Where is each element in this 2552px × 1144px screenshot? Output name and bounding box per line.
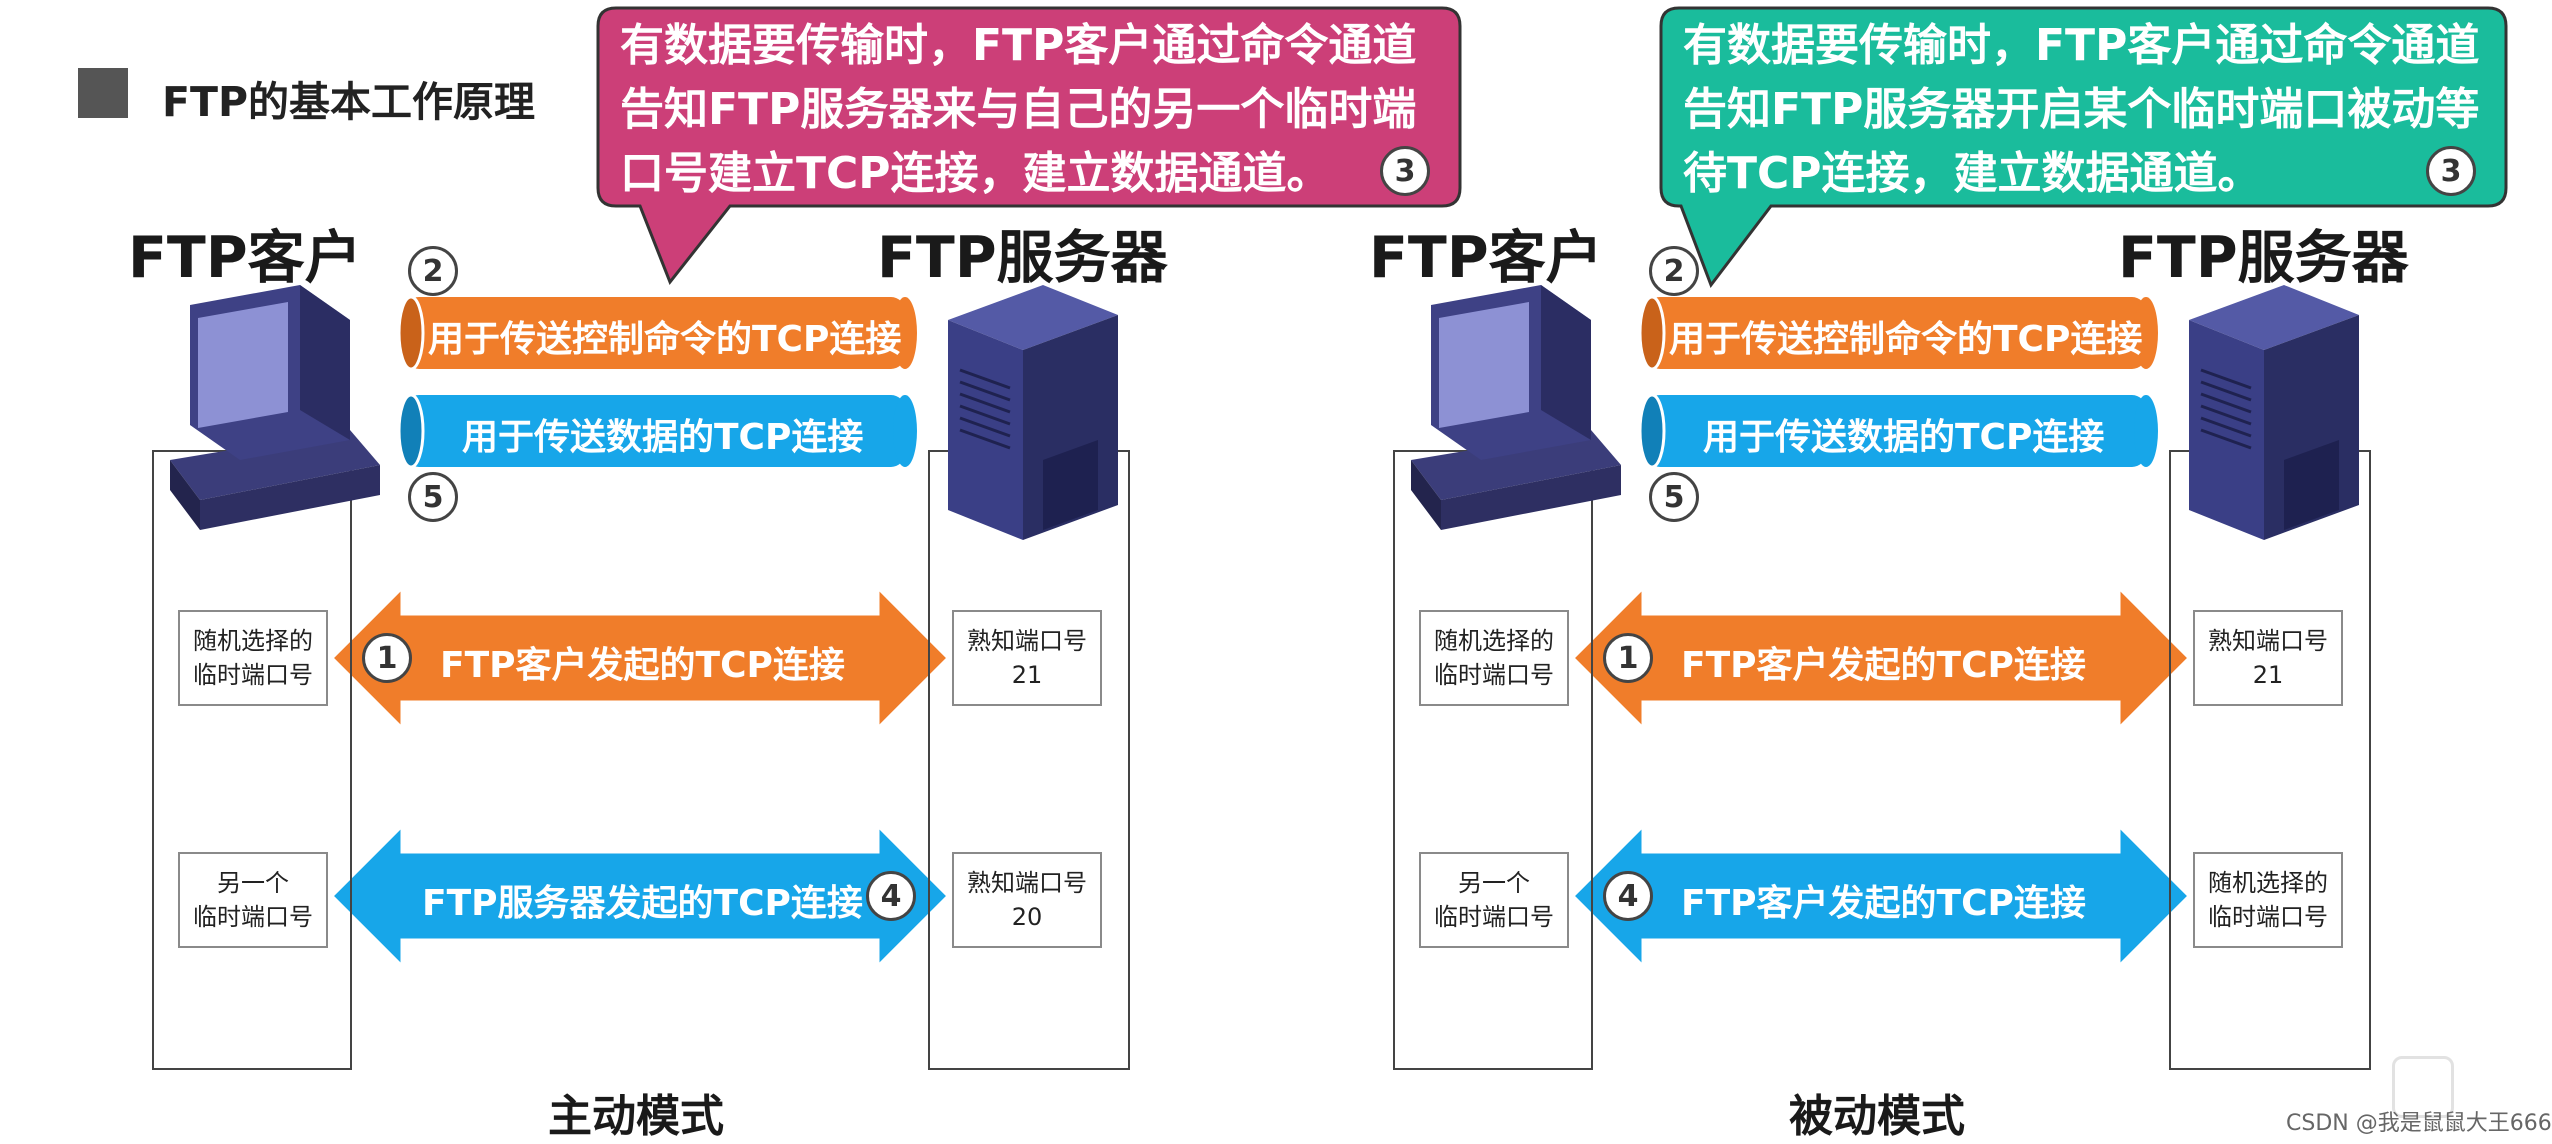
right-client-port-box-2-line: 临时端口号: [1434, 903, 1554, 931]
left-arrow-2-label: FTP服务器发起的TCP连接: [422, 883, 863, 924]
left-icons: [170, 285, 1118, 540]
right-step-4: 4: [1603, 871, 1653, 921]
left-callout-step-3: 3: [1380, 146, 1430, 196]
right-server-label: FTP服务器: [2118, 225, 2409, 291]
left-callout-line: 有数据要传输时，FTP客户通过命令通道: [620, 20, 1417, 71]
right-step-1: 1: [1603, 633, 1653, 683]
right-callout-line: 告知FTP服务器开启某个临时端口被动等: [1683, 84, 2480, 135]
right-arrow-1-label: FTP客户发起的TCP连接: [1681, 645, 2086, 686]
right-step-2: 2: [1649, 246, 1699, 296]
right-icons: [1411, 285, 2359, 540]
right-panel-graphics: [1570, 6, 2508, 970]
right-step-5: 5: [1649, 472, 1699, 522]
right-server-port-box-2: 随机选择的临时端口号: [2193, 852, 2343, 948]
left-arrow-1-label: FTP客户发起的TCP连接: [440, 645, 845, 686]
left-control-tube-label: 用于传送控制命令的TCP连接: [428, 319, 902, 360]
title-bullet: [78, 68, 128, 118]
server-tower-icon: [2189, 285, 2359, 540]
right-client-label: FTP客户: [1369, 225, 1603, 291]
left-arrow-2: [329, 822, 951, 970]
right-mode-label: 被动模式: [1789, 1091, 1965, 1142]
right-arrow-2-label: FTP客户发起的TCP连接: [1681, 883, 2086, 924]
left-server-label: FTP服务器: [877, 225, 1168, 291]
left-client-port-box-2-line: 另一个: [217, 869, 289, 897]
left-server-port-box-2: 熟知端口号 20: [952, 852, 1102, 948]
left-arrow-1: [329, 584, 951, 732]
right-client-port-box-2-line: 另一个: [1458, 869, 1530, 897]
left-client-port-box-1-line: 临时端口号: [193, 661, 313, 689]
left-step-1: 1: [362, 633, 412, 683]
right-server-port-box-2-line: 随机选择的: [2208, 869, 2328, 897]
play-icon: [2392, 1056, 2454, 1118]
left-client-label: FTP客户: [128, 225, 362, 291]
left-callout-line: 口号建立TCP连接，建立数据通道。: [620, 148, 1331, 199]
left-step-4: 4: [866, 871, 916, 921]
left-client-port-box-1: 随机选择的临时端口号: [178, 610, 328, 706]
left-step-2: 2: [408, 246, 458, 296]
left-data-tube: [397, 393, 917, 469]
right-control-tube: [1638, 295, 2158, 371]
client-computer-icon: [170, 285, 380, 530]
left-panel-graphics: [329, 6, 1462, 970]
right-data-tube: [1638, 393, 2158, 469]
right-server-port-box-1-line: 21: [2252, 661, 2284, 689]
left-callout-text: 有数据要传输时，FTP客户通过命令通道告知FTP服务器来与自己的另一个临时端口号…: [620, 14, 1442, 206]
right-callout-step-3: 3: [2426, 146, 2476, 196]
right-client-port-box-1: 随机选择的临时端口号: [1419, 610, 1569, 706]
server-tower-icon: [948, 285, 1118, 540]
left-callout-bubble: [596, 6, 1462, 285]
left-step-5: 5: [408, 472, 458, 522]
left-client-port-box-2: 另一个临时端口号: [178, 852, 328, 948]
right-server-port-box-1-line: 熟知端口号: [2208, 627, 2328, 655]
left-client-port-box-2-line: 临时端口号: [193, 903, 313, 931]
left-server-port-box-2-line: 熟知端口号: [967, 869, 1087, 897]
right-control-tube-label: 用于传送控制命令的TCP连接: [1669, 319, 2143, 360]
right-client-port-box-2: 另一个临时端口号: [1419, 852, 1569, 948]
right-callout-line: 有数据要传输时，FTP客户通过命令通道: [1683, 20, 2480, 71]
right-callout-bubble: [1659, 6, 2508, 289]
right-arrow-2: [1570, 822, 2192, 970]
left-mode-label: 主动模式: [548, 1091, 724, 1142]
left-server-port-box-1: 熟知端口号 21: [952, 610, 1102, 706]
left-server-port-box-1-line: 熟知端口号: [967, 627, 1087, 655]
left-server-port-box-2-line: 20: [1011, 903, 1043, 931]
page-title: FTP的基本工作原理: [162, 78, 536, 126]
client-computer-icon: [1411, 285, 1621, 530]
right-server-port-box-1: 熟知端口号 21: [2193, 610, 2343, 706]
right-client-port-box-1-line: 临时端口号: [1434, 661, 1554, 689]
right-callout-text: 有数据要传输时，FTP客户通过命令通道告知FTP服务器开启某个临时端口被动等待T…: [1683, 14, 2488, 206]
right-callout-line: 待TCP连接，建立数据通道。: [1683, 148, 2262, 199]
watermark: CSDN @我是鼠鼠大王666: [2286, 1111, 2552, 1136]
right-data-tube-label: 用于传送数据的TCP连接: [1703, 417, 2105, 458]
left-client-port-box-1-line: 随机选择的: [193, 627, 313, 655]
right-arrow-1: [1570, 584, 2192, 732]
left-server-port-box-1-line: 21: [1011, 661, 1043, 689]
right-server-port-box-2-line: 临时端口号: [2208, 903, 2328, 931]
left-data-tube-label: 用于传送数据的TCP连接: [462, 417, 864, 458]
right-client-port-box-1-line: 随机选择的: [1434, 627, 1554, 655]
left-control-tube: [397, 295, 917, 371]
left-callout-line: 告知FTP服务器来与自己的另一个临时端: [620, 84, 1417, 135]
